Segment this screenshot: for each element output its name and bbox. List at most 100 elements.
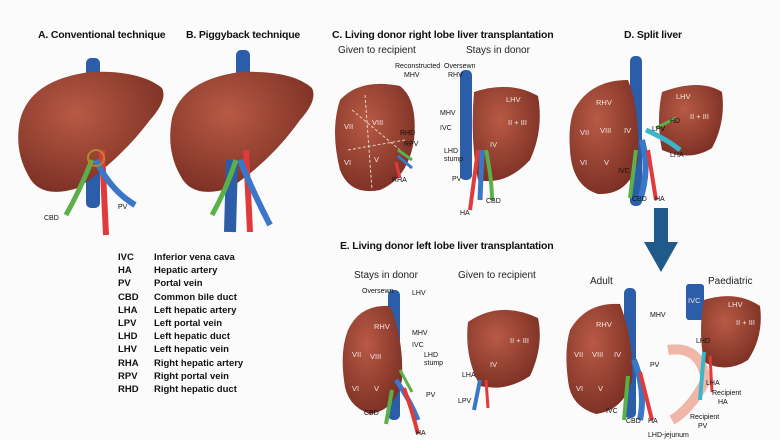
legend-term: Left hepatic artery <box>154 304 237 316</box>
label-stays-in-donor: Stays in donor <box>466 45 530 56</box>
label-stays-in-donor: Stays in donor <box>354 270 418 281</box>
panel-c-title: C. Living donor right lobe liver transpl… <box>332 29 554 41</box>
panel-c-drawing <box>335 70 540 211</box>
panel-f-drawing <box>566 284 761 425</box>
arrow-shaft <box>654 208 668 242</box>
lha-stub <box>484 379 490 409</box>
label-rhv: RHV <box>596 320 612 329</box>
label-rhv: RHV <box>448 72 463 79</box>
label-vii: VII <box>580 128 590 137</box>
lpv-stub <box>472 379 482 411</box>
panel-a-drawing <box>18 58 164 236</box>
label-oversewn: Oversewn <box>362 288 394 295</box>
legend-row: LHA Left hepatic artery <box>118 305 243 318</box>
label-vi: VI <box>352 384 360 393</box>
legend-term: Portal vein <box>154 278 203 290</box>
label-ha: HA <box>416 430 426 437</box>
label-seg-vi: VI <box>344 158 352 167</box>
legend-term: Common bile duct <box>154 291 237 303</box>
label-pv: PV <box>650 362 660 369</box>
paediatric-graft <box>701 296 761 368</box>
label-lhd: LHD <box>696 338 711 345</box>
label-adult: Adult <box>590 276 613 287</box>
label-seg-viii: VIII <box>372 118 384 127</box>
label-vii: VII <box>352 350 362 359</box>
right-split-liver <box>569 80 639 195</box>
label-lhv: LHV <box>676 92 691 101</box>
label-recipient: Recipient <box>712 390 742 397</box>
legend-abbr: LPV <box>118 317 137 329</box>
label-v: V <box>598 384 604 393</box>
label-lhd: LHD <box>444 148 459 155</box>
label-stump: stump <box>444 156 464 163</box>
label-ha: HA <box>655 196 665 203</box>
rha-stub <box>394 161 402 179</box>
ivc-vessel <box>460 70 472 180</box>
label-lhd-jejunum: LHD-jejunum <box>648 432 689 439</box>
label-lha: LHA <box>670 152 684 159</box>
label-cbd: CBD <box>626 418 641 425</box>
paediatric-ivc <box>686 284 704 320</box>
bile-duct <box>484 149 494 201</box>
label-cbd: CBD <box>44 215 59 222</box>
split-arrow <box>644 208 678 272</box>
bile-duct <box>63 159 95 217</box>
label-lhv: LHV <box>412 290 426 297</box>
label-vi: VI <box>580 158 588 167</box>
legend-row: PV Portal vein <box>118 278 243 291</box>
label-recipient-2: Recipient <box>690 414 720 421</box>
portal-vein <box>477 149 485 201</box>
legend-row: HA Hepatic artery <box>118 265 243 278</box>
rpv-stub <box>397 154 413 170</box>
label-cbd: CBD <box>364 410 379 417</box>
label-stump: stump <box>424 360 444 367</box>
liver-shape <box>18 71 164 192</box>
label-rhv: RHV <box>596 98 612 107</box>
label-ha: HA <box>648 418 658 425</box>
hepatic-artery <box>646 149 658 201</box>
lpv-vessel <box>644 127 682 152</box>
label-v: V <box>604 158 610 167</box>
label-pv: PV <box>452 176 462 183</box>
label-lha: LHA <box>462 372 476 379</box>
legend-abbr: CBD <box>118 291 139 303</box>
left-split-liver <box>659 85 723 156</box>
label-ivc: IVC <box>412 342 424 349</box>
legend-abbr: LHA <box>118 304 138 316</box>
legend-term: Left portal vein <box>154 317 223 329</box>
portal-vein <box>637 139 649 201</box>
left-lobe-graft <box>467 309 540 388</box>
legend-term: Hepatic artery <box>154 265 218 277</box>
panel-e-drawing <box>342 290 540 435</box>
label-ii-iii: II + III <box>736 318 755 327</box>
legend-abbr: PV <box>118 278 131 290</box>
bile-duct <box>628 149 638 199</box>
label-vii: VII <box>574 350 584 359</box>
hd-stub <box>655 116 677 130</box>
label-lhv: LHV <box>506 95 521 104</box>
label-ha-2: HA <box>718 399 728 406</box>
hepatic-artery <box>243 149 253 233</box>
label-paediatric: Paediatric <box>708 276 753 287</box>
rhd-stub <box>397 148 413 162</box>
label-oversewn: Oversewn <box>444 63 476 70</box>
adult-bile-duct <box>622 375 630 421</box>
label-rpv: RPV <box>404 141 419 148</box>
panel-a-title: A. Conventional technique <box>38 29 166 41</box>
hepatic-artery <box>402 387 420 435</box>
label-vi: VI <box>576 384 584 393</box>
label-ii-iii: II + III <box>510 336 529 345</box>
label-lpv: LPV <box>458 398 472 405</box>
label-seg-ii-iii: II + III <box>508 118 527 127</box>
lhd-stump <box>398 369 414 393</box>
label-pv-2: PV <box>698 423 708 430</box>
legend-abbr: HA <box>118 265 132 277</box>
